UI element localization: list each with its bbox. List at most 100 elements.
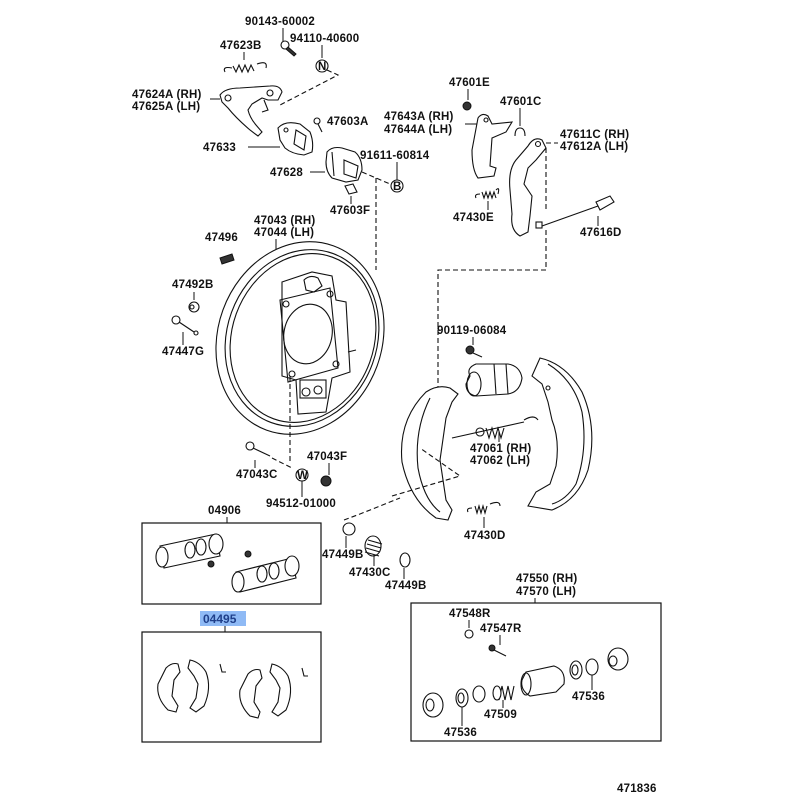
label-47611C[interactable]: 47611C (RH) <box>560 129 629 141</box>
svg-text:47643A (RH): 47643A (RH) <box>384 111 454 123</box>
spring-47430D-icon <box>466 501 501 516</box>
brake-shoe-left-icon <box>400 386 459 521</box>
label-47601E[interactable]: 47601E <box>449 77 490 89</box>
cable-47616D-icon <box>535 195 615 229</box>
svg-text:47625A (LH): 47625A (LH) <box>132 101 200 113</box>
label-47043C[interactable]: 47043C <box>236 469 277 481</box>
lever-47624A-icon <box>219 85 283 137</box>
label-47043[interactable]: 47043 (RH) <box>254 215 315 227</box>
label-47061[interactable]: 47061 (RH) <box>470 443 531 455</box>
cap-47548R-icon <box>464 629 474 639</box>
svg-text:94512-01000: 94512-01000 <box>266 498 336 510</box>
label-47430C[interactable]: 47430C <box>349 567 390 579</box>
label-47449B-upper[interactable]: 47449B <box>322 549 363 561</box>
svg-text:91611-60814: 91611-60814 <box>360 150 430 162</box>
label-47612A[interactable]: 47612A (LH) <box>560 141 628 153</box>
label-47496[interactable]: 47496 <box>205 232 238 244</box>
svg-text:47601E: 47601E <box>449 77 490 89</box>
label-90119-06084[interactable]: 90119-06084 <box>437 325 507 337</box>
label-47550[interactable]: 47550 (RH) <box>516 573 577 585</box>
label-47616D[interactable]: 47616D <box>580 227 621 239</box>
svg-text:47612A (LH): 47612A (LH) <box>560 141 628 153</box>
label-47536-left[interactable]: 47536 <box>444 727 477 739</box>
svg-text:471836: 471836 <box>617 783 657 795</box>
label-47430D[interactable]: 47430D <box>464 530 505 542</box>
label-04906[interactable]: 04906 <box>208 505 241 517</box>
svg-text:47548R: 47548R <box>449 608 491 620</box>
svg-text:47611C (RH): 47611C (RH) <box>560 129 629 141</box>
figure-number: 471836 <box>617 783 657 795</box>
label-47509[interactable]: 47509 <box>484 709 517 721</box>
svg-text:47062 (LH): 47062 (LH) <box>470 455 530 467</box>
label-91611-60814[interactable]: 91611-60814 <box>360 150 430 162</box>
strut-47611C-icon <box>509 138 547 237</box>
label-04495-highlighted[interactable]: 04495 <box>200 611 246 626</box>
svg-text:90143-60002: 90143-60002 <box>245 16 315 28</box>
svg-text:W: W <box>297 470 308 482</box>
brake-shoe-right-icon <box>527 357 593 511</box>
label-47449B-lower[interactable]: 47449B <box>385 580 426 592</box>
housing-47628-icon <box>325 146 363 183</box>
svg-text:47628: 47628 <box>270 167 303 179</box>
svg-text:04906: 04906 <box>208 505 241 517</box>
label-47570[interactable]: 47570 (LH) <box>516 586 576 598</box>
svg-text:47616D: 47616D <box>580 227 621 239</box>
label-47430E[interactable]: 47430E <box>453 212 494 224</box>
label-47603F[interactable]: 47603F <box>330 205 370 217</box>
wheel-cylinder-assy-box <box>410 602 662 742</box>
label-47492B[interactable]: 47492B <box>172 279 213 291</box>
svg-text:47603A: 47603A <box>327 116 368 128</box>
svg-text:47043C: 47043C <box>236 469 277 481</box>
label-47625A[interactable]: 47625A (LH) <box>132 101 200 113</box>
kit-04906-box <box>141 522 322 605</box>
svg-text:47061 (RH): 47061 (RH) <box>470 443 531 455</box>
label-47062[interactable]: 47062 (LH) <box>470 455 530 467</box>
label-47548R[interactable]: 47548R <box>449 608 491 620</box>
svg-text:47547R: 47547R <box>480 623 522 635</box>
label-47624A[interactable]: 47624A (RH) <box>132 89 202 101</box>
label-94110-40600[interactable]: 94110-40600 <box>290 33 359 45</box>
nut-47043F-icon <box>320 475 332 487</box>
label-47447G[interactable]: 47447G <box>162 346 204 358</box>
svg-text:47044 (LH): 47044 (LH) <box>254 227 314 239</box>
label-47536-right[interactable]: 47536 <box>572 691 605 703</box>
label-47044[interactable]: 47044 (LH) <box>254 227 314 239</box>
label-94512-01000[interactable]: 94512-01000 <box>266 498 336 510</box>
bolt-90143-icon <box>280 40 297 57</box>
svg-text:47536: 47536 <box>444 727 477 739</box>
svg-text:47550 (RH): 47550 (RH) <box>516 573 577 585</box>
label-47623B[interactable]: 47623B <box>220 40 261 52</box>
svg-text:47449B: 47449B <box>322 549 363 561</box>
highlight-box <box>200 611 246 626</box>
svg-text:B: B <box>393 181 401 193</box>
svg-text:94110-40600: 94110-40600 <box>290 33 359 45</box>
svg-text:47430C: 47430C <box>349 567 390 579</box>
svg-text:04495: 04495 <box>203 612 237 626</box>
label-47603A[interactable]: 47603A <box>327 116 368 128</box>
svg-text:47536: 47536 <box>572 691 605 703</box>
svg-text:47043F: 47043F <box>307 451 347 463</box>
label-47628[interactable]: 47628 <box>270 167 303 179</box>
backing-plate-47043-icon <box>215 241 385 435</box>
spring-47623B-icon <box>223 62 267 74</box>
label-47547R[interactable]: 47547R <box>480 623 522 635</box>
label-47633[interactable]: 47633 <box>203 142 236 154</box>
svg-text:47492B: 47492B <box>172 279 213 291</box>
label-47643A[interactable]: 47643A (RH) <box>384 111 454 123</box>
bleeder-47547R-icon <box>488 644 507 657</box>
svg-text:47570 (LH): 47570 (LH) <box>516 586 576 598</box>
svg-text:47623B: 47623B <box>220 40 261 52</box>
label-47043F[interactable]: 47043F <box>307 451 347 463</box>
label-47644A[interactable]: 47644A (LH) <box>384 124 452 136</box>
spring-47430C-icon <box>364 535 383 557</box>
kit-04495-box <box>141 631 322 743</box>
plug-47492B-icon <box>188 301 200 313</box>
svg-text:47633: 47633 <box>203 142 236 154</box>
label-47601C[interactable]: 47601C <box>500 96 541 108</box>
svg-text:47509: 47509 <box>484 709 517 721</box>
bolt-91611-icon: B <box>390 179 404 193</box>
svg-text:47043 (RH): 47043 (RH) <box>254 215 315 227</box>
pin-47447G-icon <box>171 315 199 336</box>
label-90143-60002[interactable]: 90143-60002 <box>245 16 315 28</box>
